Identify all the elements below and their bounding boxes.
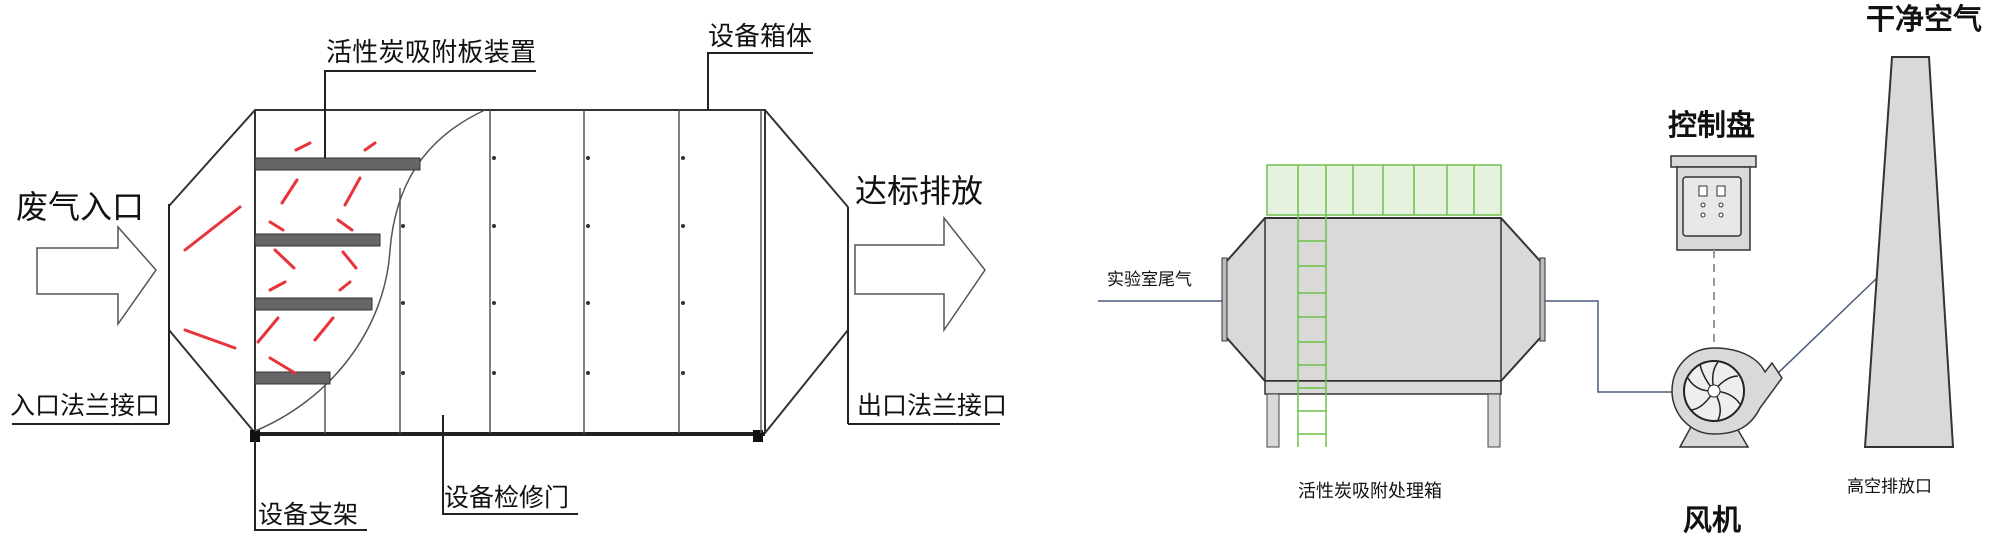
leader-lines [12,52,1000,531]
outlet-arrow-icon [854,215,986,333]
support-label: 设备支架 [258,500,358,529]
box-base [1264,380,1502,395]
access-door-panels [324,110,762,433]
exhaust-stack [1863,56,1955,448]
box-label: 设备箱体 [708,22,812,52]
carbon-adsorption-plates [254,157,421,385]
inlet-flange-label: 入口法兰接口 [10,391,160,420]
ladder [1297,165,1327,447]
support-foot [753,430,763,442]
stack-label: 高空排放口 [1847,477,1932,497]
box-body [1225,217,1542,382]
fan-label: 风机 [1683,503,1741,537]
outlet-flange-label: 出口法兰接口 [857,391,1007,420]
treatment-box [1221,164,1546,448]
cutaway-edge [254,109,486,432]
fan-icon [1671,347,1783,448]
inlet-arrow-icon [36,225,157,327]
airflow-arrows-icon [183,141,377,375]
lab-exhaust-label: 实验室尾气 [1107,270,1192,290]
clean-air-label: 干净空气 [1866,2,1982,36]
door-label: 设备检修门 [444,483,569,512]
activated-carbon-adsorber-cutaway [36,109,986,442]
plates-label: 活性炭吸附板装置 [326,38,536,68]
treatment-box-label: 活性炭吸附处理箱 [1298,481,1442,502]
box-leg [1487,393,1501,448]
support-foot [250,430,260,442]
inlet-label: 废气入口 [16,188,144,226]
control-panel-label: 控制盘 [1668,108,1755,142]
outlet-label: 达标排放 [855,172,983,210]
carbon-module-top [1266,164,1502,216]
control-panel [1670,155,1757,251]
box-leg [1266,393,1280,448]
ducting [1098,277,1878,393]
